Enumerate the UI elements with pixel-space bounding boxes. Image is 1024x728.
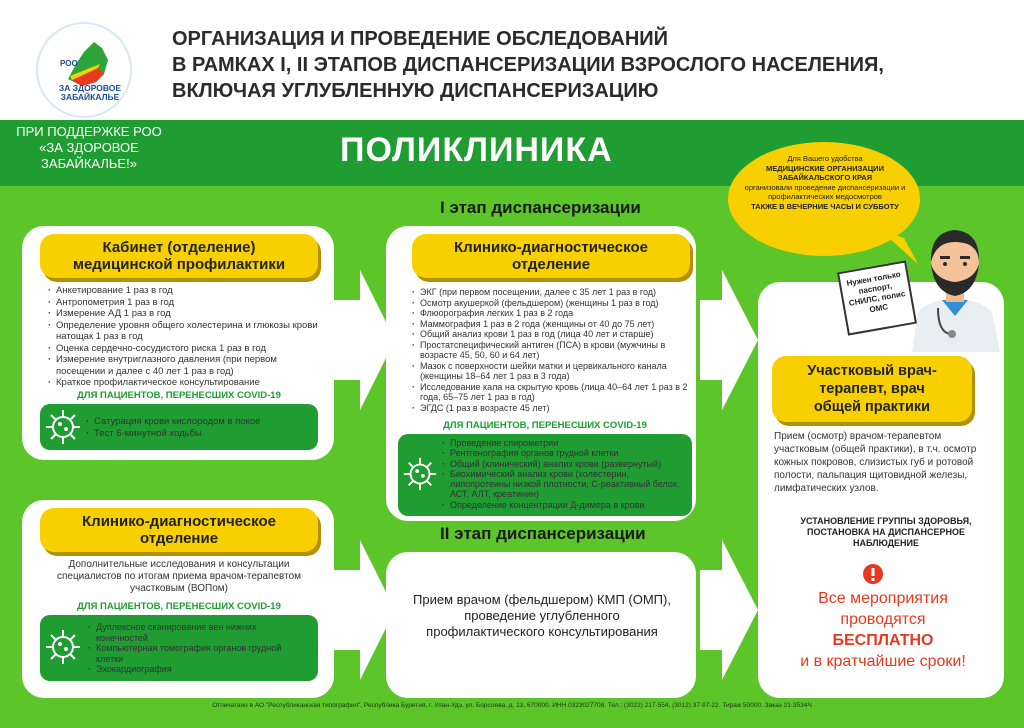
list-item: Компьютерная томография органов грудной … [88,643,310,664]
covid-label: ДЛЯ ПАЦИЕНТОВ, ПЕРЕНЕСШИХ COVID-19 [77,601,281,612]
free-text: Все мероприятия проводятся БЕСПЛАТНО и в… [800,590,966,670]
virus-icon [46,410,80,444]
list-item: Определение концентрации Д-димера в кров… [442,500,688,511]
list-item: Оценка сердечно-сосудистого риска 1 раз … [48,343,318,355]
support-text: ПРИ ПОДДЕРЖКЕ РОО «ЗА ЗДОРОВОЕ ЗАБАЙКАЛЬ… [16,124,162,171]
list-item: Простатспецифический антиген (ПСА) в кро… [412,340,694,361]
health-group-text: УСТАНОВЛЕНИЕ ГРУППЫ ЗДОРОВЬЯ, ПОСТАНОВКА… [800,516,972,548]
list-item: Исследование кала на скрытую кровь (лица… [412,382,694,403]
list-item: Определение уровня общего холестерина и … [48,320,318,343]
list-item: Рентгенография органов грудной клетки [442,448,688,459]
arrow-right-3 [330,540,395,680]
list-item: Маммография 1 раз в 2 года (женщины от 4… [412,319,694,330]
bubble-tail [880,230,918,264]
virus-icon [46,630,80,664]
list-item: ЭГДС (1 раз в возрасте 45 лет) [412,403,694,414]
list-item: Флюорография легких 1 раз в 2 года [412,308,694,319]
list-item: Проведение спирометрии [442,438,688,449]
clinic-diag1-list: ЭКГ (при первом посещении, далее с 35 ле… [412,287,694,413]
stage2-text: Прием врачом (фельдшером) КМП (ОМП), про… [413,592,671,639]
list-item: Мазок с поверхности шейки матки и цервик… [412,361,694,382]
clinic-diag2-text: Дополнительные исследования и консультац… [56,559,302,594]
list-item: Тест 6-минутной ходьбы [86,428,311,440]
prevention-card-header: Кабинет (отделение)медицинской профилакт… [40,234,318,278]
bubble-text: Для Вашего удобства МЕДИЦИНСКИЕ ОРГАНИЗА… [744,154,906,211]
logo-name-text: ЗА ЗДОРОВОЕ ЗАБАЙКАЛЬЕ [58,83,122,102]
doctor-illustration-icon [912,230,1000,352]
covid-label: ДЛЯ ПАЦИЕНТОВ, ПЕРЕНЕСШИХ COVID-19 [443,420,647,431]
list-item: Общий анализ крови 1 раз в год (лица 40 … [412,329,694,340]
therapist-text: Прием (осмотр) врачом-терапевтом участко… [774,431,977,494]
clinic-diag1-covid-list: Проведение спирометрии Рентгенография ор… [442,438,688,510]
clinic-diag2-covid-list: Дуплексное сканирование вен нижних конеч… [88,622,310,675]
list-item: Биохимический анализ крови (холестерин, … [442,469,688,500]
logo: РОО ЗА ЗДОРОВОЕ ЗАБАЙКАЛЬЕ [36,22,132,118]
list-item: Эхокардиография [88,664,310,675]
list-item: Общий (клинический) анализ крови (развер… [442,459,688,470]
list-item: Измерение АД 1 раз в год [48,308,318,320]
stage1-title: I этап диспансеризации [440,198,641,217]
list-item: Краткое профилактическое консультировани… [48,377,318,389]
stage2-card [386,552,696,698]
stage2-title: II этап диспансеризации [440,524,646,543]
logo-roo-text: РОО [60,59,78,68]
arrow-right-4 [700,540,758,680]
list-item: Сатурация крови кислородом в покое [86,416,311,428]
covid-label: ДЛЯ ПАЦИЕНТОВ, ПЕРЕНЕСШИХ COVID-19 [77,390,281,401]
arrow-right-2 [700,270,758,410]
footer-imprint: Отпечатано в АО "Республиканская типогра… [212,702,812,709]
prevention-list: Анкетирование 1 раз в год Антропометрия … [48,285,318,389]
list-item: Анкетирование 1 раз в год [48,285,318,297]
virus-icon [403,457,437,491]
zabaikalye-map-icon [68,42,108,86]
documents-sign: Нужен только паспорт, СНИЛС, полис ОМС [836,260,918,336]
list-item: Осмотр акушеркой (фельдшером) (женщины 1… [412,298,694,309]
clinic-title: ПОЛИКЛИНИКА [340,131,613,169]
list-item: ЭКГ (при первом посещении, далее с 35 ле… [412,287,694,298]
list-item: Измерение внутриглазного давления (при п… [48,354,318,377]
main-title: ОРГАНИЗАЦИЯ И ПРОВЕДЕНИЕ ОБСЛЕДОВАНИЙ В … [172,28,884,102]
header-band [0,0,1024,120]
prevention-covid-list: Сатурация крови кислородом в покое Тест … [86,416,311,439]
arrow-right-1 [330,270,395,410]
list-item: Дуплексное сканирование вен нижних конеч… [88,622,310,643]
list-item: Антропометрия 1 раз в год [48,297,318,309]
exclamation-icon [863,564,883,584]
